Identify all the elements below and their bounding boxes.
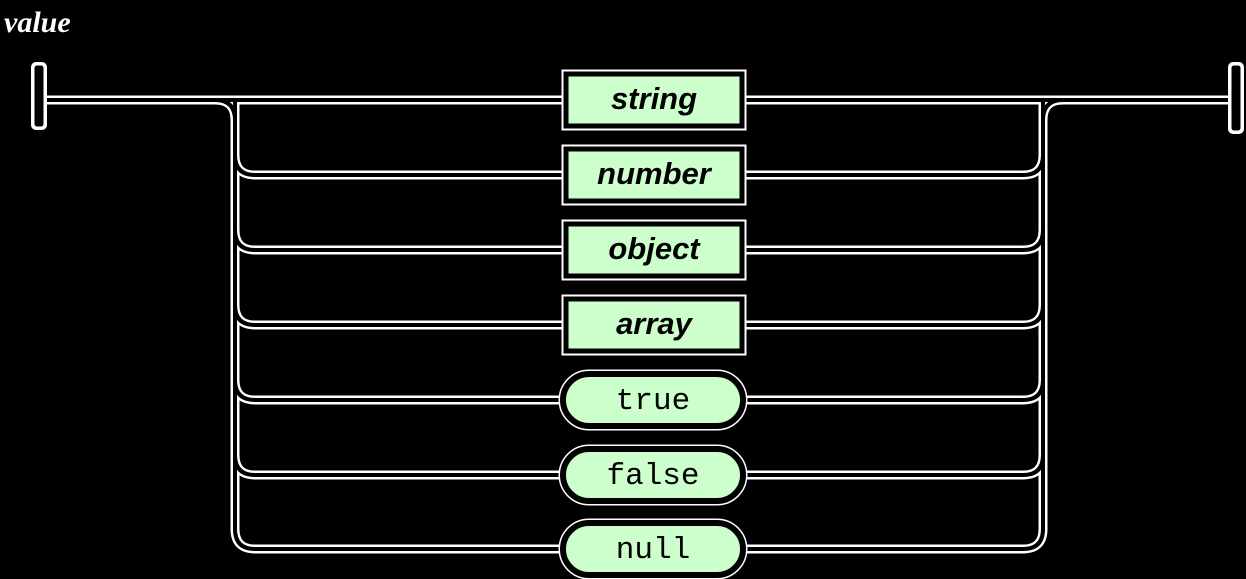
node-false[interactable]: false	[558, 444, 748, 506]
start-bar	[31, 62, 47, 130]
node-string[interactable]: string	[561, 69, 747, 131]
node-true-label: true	[616, 384, 690, 419]
end-bar	[1228, 62, 1244, 134]
node-number[interactable]: number	[561, 144, 747, 206]
node-null[interactable]: null	[558, 518, 748, 579]
track-core-layer	[38, 98, 1236, 551]
node-null-label: null	[616, 533, 690, 568]
node-true[interactable]: true	[558, 369, 748, 431]
node-string-label: string	[611, 81, 697, 116]
node-object[interactable]: object	[561, 219, 747, 281]
node-number-label: number	[597, 156, 713, 191]
node-object-label: object	[608, 231, 701, 266]
diagram-title: value	[4, 6, 71, 39]
node-array-label: array	[616, 306, 694, 341]
node-array[interactable]: array	[561, 294, 747, 356]
node-false-label: false	[606, 459, 699, 494]
